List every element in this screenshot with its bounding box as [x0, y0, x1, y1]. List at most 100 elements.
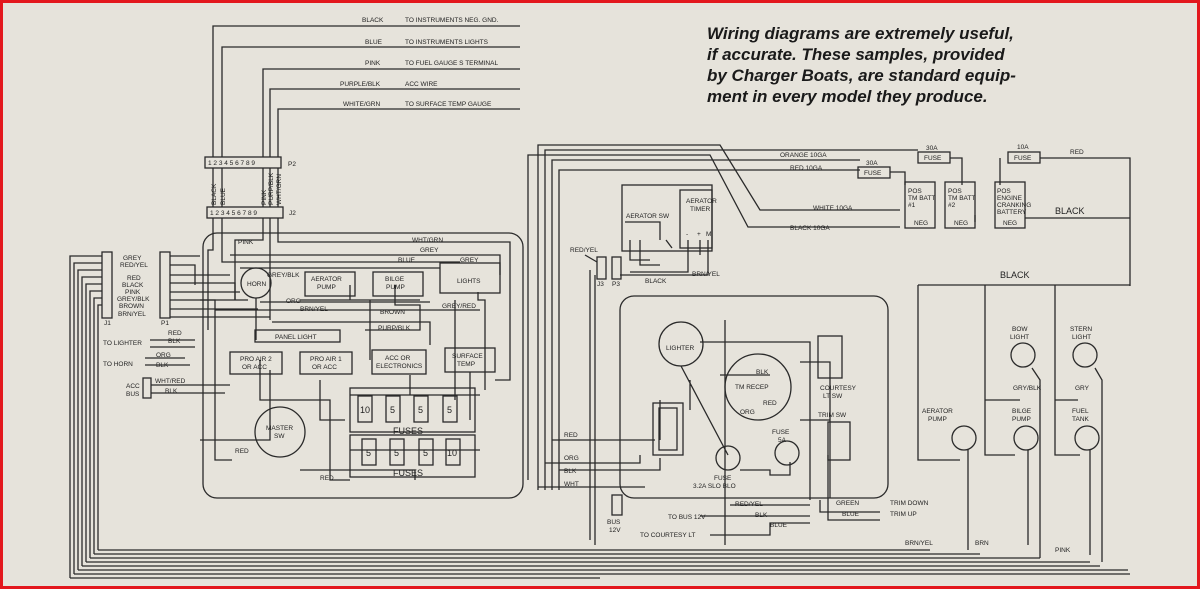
- svg-text:PUMP: PUMP: [1012, 416, 1031, 423]
- svg-text:BLK: BLK: [756, 369, 769, 376]
- courtesy-light-switch: COURTESY LT SW: [817, 335, 857, 400]
- svg-text:BILGE: BILGE: [1012, 408, 1032, 415]
- p1-label: P1: [161, 320, 169, 327]
- to-lighter-label: TO LIGHTER: [103, 340, 142, 347]
- fuse-block-bottom: 5 5 5 10 FUSES: [349, 434, 476, 478]
- connector-j1-p1: J1 P1 GREY RED/YEL RED BLACK PINK GREY/B…: [69, 251, 1130, 579]
- caption-line: ment in every model they produce.: [707, 87, 988, 106]
- aerator-pump: AERATOR PUMP: [922, 408, 977, 451]
- j1-wire: BLACK: [122, 282, 144, 289]
- wire-label: GREY: [460, 257, 479, 264]
- svg-text:FUSE: FUSE: [772, 429, 790, 436]
- wire-label: ORANGE 10GA: [780, 152, 827, 159]
- svg-text:5: 5: [447, 405, 452, 415]
- trim-up-label: TRIM UP: [890, 511, 917, 518]
- svg-text:NEG: NEG: [914, 220, 928, 227]
- wire-label: WHITE 10GA: [813, 205, 853, 212]
- svg-text:PUMP: PUMP: [386, 284, 405, 291]
- svg-text:COURTESY: COURTESY: [820, 385, 857, 392]
- svg-text:GRY/BLK: GRY/BLK: [1013, 385, 1042, 392]
- to-bus-label: TO BUS 12V: [668, 514, 706, 521]
- svg-text:30A: 30A: [866, 160, 878, 167]
- wire-label: BLACK: [1000, 270, 1030, 280]
- svg-text:HORN: HORN: [247, 281, 266, 288]
- wire-label: BLUE: [398, 257, 416, 264]
- wire-label: GREY/BLK: [267, 272, 300, 279]
- bilge-pump-component: BILGE PUMP: [372, 271, 424, 297]
- svg-text:TRIM SW: TRIM SW: [818, 412, 847, 419]
- tm-battery-1: POS TM BATT #1 NEG: [904, 181, 936, 229]
- wire-label: PINK: [1055, 547, 1071, 554]
- j1-wire: GREY: [123, 255, 142, 262]
- svg-text:-: -: [686, 231, 688, 238]
- svg-text:SW: SW: [274, 433, 285, 440]
- svg-text:10: 10: [360, 405, 370, 415]
- wire-destination: TO INSTRUMENTS LIGHTS: [405, 39, 489, 46]
- svg-text:MASTER: MASTER: [266, 425, 293, 432]
- wire-label: GREY: [420, 247, 439, 254]
- fuse-3-2a: FUSE 3.2A SLO BLO: [693, 445, 741, 490]
- svg-text:OR ACC: OR ACC: [242, 364, 267, 371]
- svg-text:PUMP: PUMP: [928, 416, 947, 423]
- svg-text:LIGHT: LIGHT: [1010, 334, 1029, 341]
- p2-label: P2: [288, 161, 296, 168]
- master-switch: MASTER SW: [254, 406, 306, 458]
- svg-text:TM BATT: TM BATT: [908, 195, 935, 202]
- svg-text:NEG: NEG: [954, 220, 968, 227]
- svg-text:STERN: STERN: [1070, 326, 1092, 333]
- svg-text:AERATOR: AERATOR: [922, 408, 953, 415]
- wire-color: WHITE/GRN: [343, 101, 380, 108]
- svg-text:TM RECEP: TM RECEP: [735, 384, 769, 391]
- j1-wire: BROWN: [119, 303, 144, 310]
- fuse-block-top: 10 5 5 5 FUSES: [349, 387, 476, 436]
- svg-text:5: 5: [366, 448, 371, 458]
- wire-label: RED: [320, 475, 334, 482]
- lights-component: LIGHTS: [439, 262, 501, 294]
- svg-text:FUSE: FUSE: [714, 475, 732, 482]
- j3-label: J3: [597, 281, 604, 288]
- instrument-wires: BLACK TO INSTRUMENTS NEG. GND. BLUE TO I…: [212, 17, 520, 157]
- svg-text:TIMER: TIMER: [690, 206, 711, 213]
- caption-line: if accurate. These samples, provided: [707, 45, 1005, 64]
- wire-destination: ACC WIRE: [405, 81, 438, 88]
- fuses-label: FUSES: [393, 426, 423, 436]
- wire-color: PINK: [365, 60, 381, 67]
- connector-p2-j2: 1 2 3 4 5 6 7 8 9 P2 BLACK BLUE PINK PUR…: [204, 156, 296, 219]
- bus-label: BUS: [607, 519, 621, 526]
- svg-text:5: 5: [390, 405, 395, 415]
- tm-receptacle: BLK TM RECEP RED ORG: [724, 353, 792, 421]
- bow-light: BOW LIGHT GRY/BLK: [1010, 326, 1042, 392]
- fuse-30a-red: 30A FUSE: [857, 160, 891, 179]
- wire-label: BLACK: [1055, 206, 1085, 216]
- svg-text:5A: 5A: [778, 437, 787, 444]
- panel-light: PANEL LIGHT: [254, 329, 341, 343]
- j1-wire: BRN/YEL: [118, 311, 146, 318]
- wire-label: RED: [168, 330, 182, 337]
- caption-line: Wiring diagrams are extremely useful,: [707, 24, 1014, 43]
- bilge-pump: BILGE PUMP: [1012, 408, 1039, 451]
- pro-air-2: PRO AIR 2 OR ACC: [229, 351, 283, 375]
- acc-bus-label: ACC: [126, 383, 140, 390]
- svg-text:5: 5: [418, 405, 423, 415]
- engine-cranking-battery: POS ENGINE CRANKING BATTERY NEG: [994, 181, 1031, 229]
- fuses-label: FUSES: [393, 468, 423, 478]
- wire-label: BRN/YEL: [692, 271, 720, 278]
- wire-label: RED 10GA: [790, 165, 823, 172]
- caption: Wiring diagrams are extremely useful, if…: [707, 23, 1107, 107]
- svg-text:FUSE: FUSE: [1014, 155, 1032, 162]
- pin-numbers: 1 2 3 4 5 6 7 8 9: [208, 160, 255, 167]
- wire-label: GREY/RED: [442, 303, 476, 310]
- wire-label: ORG: [156, 352, 171, 359]
- svg-text:BILGE: BILGE: [385, 276, 405, 283]
- wiring-diagram: BLACK TO INSTRUMENTS NEG. GND. BLUE TO I…: [69, 17, 1131, 579]
- j2-wire: BLACK: [211, 183, 218, 205]
- wire-color: PURPLE/BLK: [340, 81, 381, 88]
- svg-text:#1: #1: [908, 202, 916, 209]
- acc-bus-label: BUS: [126, 391, 140, 398]
- wire-label: RED/YEL: [570, 247, 598, 254]
- dash-panel: PINK WHT/GRN GREY BLUE GREY GREY/BLK ORG…: [170, 218, 524, 499]
- wire-color: BLACK: [362, 17, 384, 24]
- svg-text:ELECTRONICS: ELECTRONICS: [376, 363, 423, 370]
- wire-label: RED: [564, 432, 578, 439]
